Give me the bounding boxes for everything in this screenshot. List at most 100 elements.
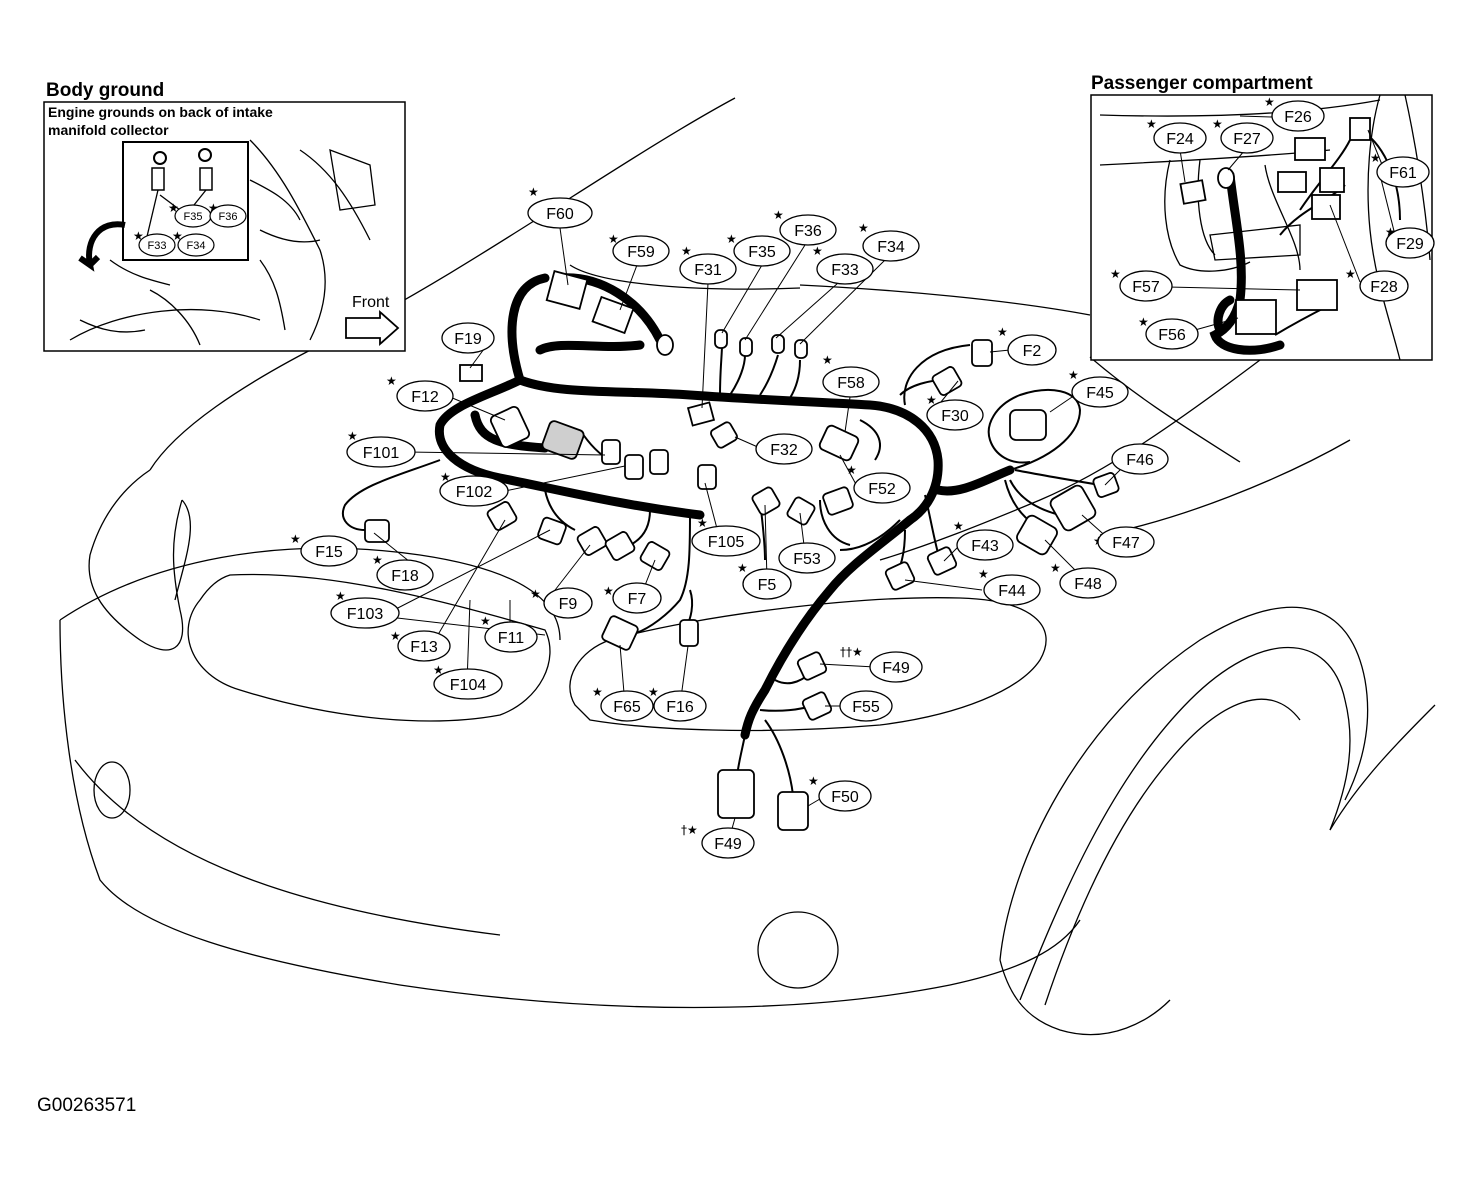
label-bubble: [484, 621, 538, 653]
star-marker-icon: ★: [822, 353, 833, 367]
label-bubble: [330, 597, 400, 629]
svg-text:★: ★: [1212, 117, 1223, 131]
pc-label-f26: ★ F26: [1264, 95, 1325, 132]
label-text: F48: [1074, 576, 1102, 593]
label-bubble: [779, 214, 837, 246]
label-bubble: [612, 235, 670, 267]
svg-text:F33: F33: [148, 240, 167, 252]
label-bubble: [600, 690, 654, 722]
connector-label-f2: ★ F2: [997, 325, 1057, 366]
svg-text:F24: F24: [1166, 131, 1194, 148]
svg-text:F61: F61: [1389, 165, 1417, 182]
label-text: F45: [1086, 385, 1114, 402]
label-bubble: [1111, 443, 1169, 475]
svg-text:F35: F35: [184, 211, 203, 223]
label-text: F31: [694, 262, 722, 279]
label-text: F49: [714, 836, 742, 853]
label-bubble: [1097, 526, 1155, 558]
label-bubble: [527, 197, 593, 229]
label-text: F30: [941, 408, 969, 425]
star-marker-icon: ★: [737, 561, 748, 575]
star-marker-icon: ★: [953, 519, 964, 533]
svg-text:F26: F26: [1284, 109, 1312, 126]
front-label: Front: [352, 294, 390, 311]
label-bubble: [862, 230, 920, 262]
star-marker-icon: ★: [347, 429, 358, 443]
label-text: F5: [758, 577, 777, 594]
label-text: F52: [868, 481, 896, 498]
inset-label-f34: ★ F34: [172, 229, 215, 257]
label-bubble: [755, 433, 813, 465]
connector-label-f5: ★ F5: [737, 561, 792, 600]
body-ground-inset: Body ground Engine grounds on back of in…: [43, 80, 406, 352]
pc-label-f28: ★ F28: [1345, 267, 1409, 302]
connector-label-f16: ★F16: [648, 685, 707, 722]
label-text: F7: [628, 591, 647, 608]
label-text: F101: [363, 445, 400, 462]
connector-label-f52: ★ F52: [846, 463, 911, 504]
label-text: F13: [410, 639, 438, 656]
pc-label-f29: ★ F29: [1385, 225, 1435, 259]
label-bubble: [733, 235, 791, 267]
connector-label-f45: ★ F45: [1068, 368, 1129, 408]
label-bubble: [822, 366, 880, 398]
label-text: F12: [411, 389, 439, 406]
connector-label-f13: ★ F13: [390, 629, 451, 662]
svg-text:F28: F28: [1370, 279, 1398, 296]
svg-text:★: ★: [1345, 267, 1356, 281]
label-bubble: [1059, 567, 1117, 599]
label-bubble: [376, 559, 434, 591]
star-marker-icon: ★: [480, 614, 491, 628]
label-bubble: [441, 322, 495, 354]
star-marker-icon: ★: [528, 185, 539, 199]
star-marker-icon: ★: [372, 553, 383, 567]
connector-label-f53: F53: [778, 542, 836, 574]
star-marker-icon: ★: [603, 584, 614, 598]
label-bubble: [543, 587, 593, 619]
connector-label-f105: ★F105: [691, 516, 761, 557]
connector-label-f35: ★F35: [726, 232, 791, 267]
star-marker-icon: ★: [681, 244, 692, 258]
pc-label-f24: ★ F24: [1146, 117, 1207, 154]
label-bubble: [778, 542, 836, 574]
pc-label-f27: ★ F27: [1212, 117, 1274, 154]
dagger-star-marker-icon: †★: [681, 823, 698, 837]
connector-label-f36: ★F36: [773, 208, 837, 246]
connector-label-f102: ★F102: [439, 470, 509, 507]
label-text: F59: [627, 244, 655, 261]
label-bubble: [691, 525, 761, 557]
label-bubble: [346, 436, 416, 468]
connector-labels: ★F60★F59★F31★F35★F36★F33★F34F19★F12★F101…: [290, 185, 1169, 859]
label-bubble: [742, 568, 792, 600]
svg-text:★: ★: [1110, 267, 1121, 281]
label-bubble: [926, 399, 984, 431]
connector-label-f11: ★F11: [480, 614, 538, 653]
star-marker-icon: ★: [926, 393, 937, 407]
svg-text:★: ★: [133, 229, 144, 243]
connector-label-f49: ††★F49: [840, 645, 923, 683]
svg-text:F36: F36: [219, 211, 238, 223]
star-marker-icon: ★: [608, 232, 619, 246]
connector-label-f55: F55: [839, 690, 893, 722]
label-bubble: [653, 690, 707, 722]
star-marker-icon: ★: [997, 325, 1008, 339]
label-bubble: [956, 529, 1014, 561]
connector-label-f30: ★ F30: [926, 393, 984, 431]
label-text: F19: [454, 331, 482, 348]
svg-text:★: ★: [168, 201, 179, 215]
label-text: F36: [794, 223, 822, 240]
connector-label-f15: ★F15: [290, 532, 358, 567]
star-marker-icon: ★: [846, 463, 857, 477]
star-marker-icon: ★: [335, 589, 346, 603]
star-marker-icon: ★: [1068, 368, 1079, 382]
label-text: F53: [793, 551, 821, 568]
label-bubble: [433, 668, 503, 700]
inset-label-f33: ★ F33: [133, 229, 176, 257]
star-marker-icon: ★: [390, 629, 401, 643]
inset-label-f35: ★ F35: [168, 201, 212, 228]
label-text: F55: [852, 699, 880, 716]
label-text: F60: [546, 206, 574, 223]
label-text: F102: [456, 484, 493, 501]
label-text: F2: [1023, 343, 1042, 360]
